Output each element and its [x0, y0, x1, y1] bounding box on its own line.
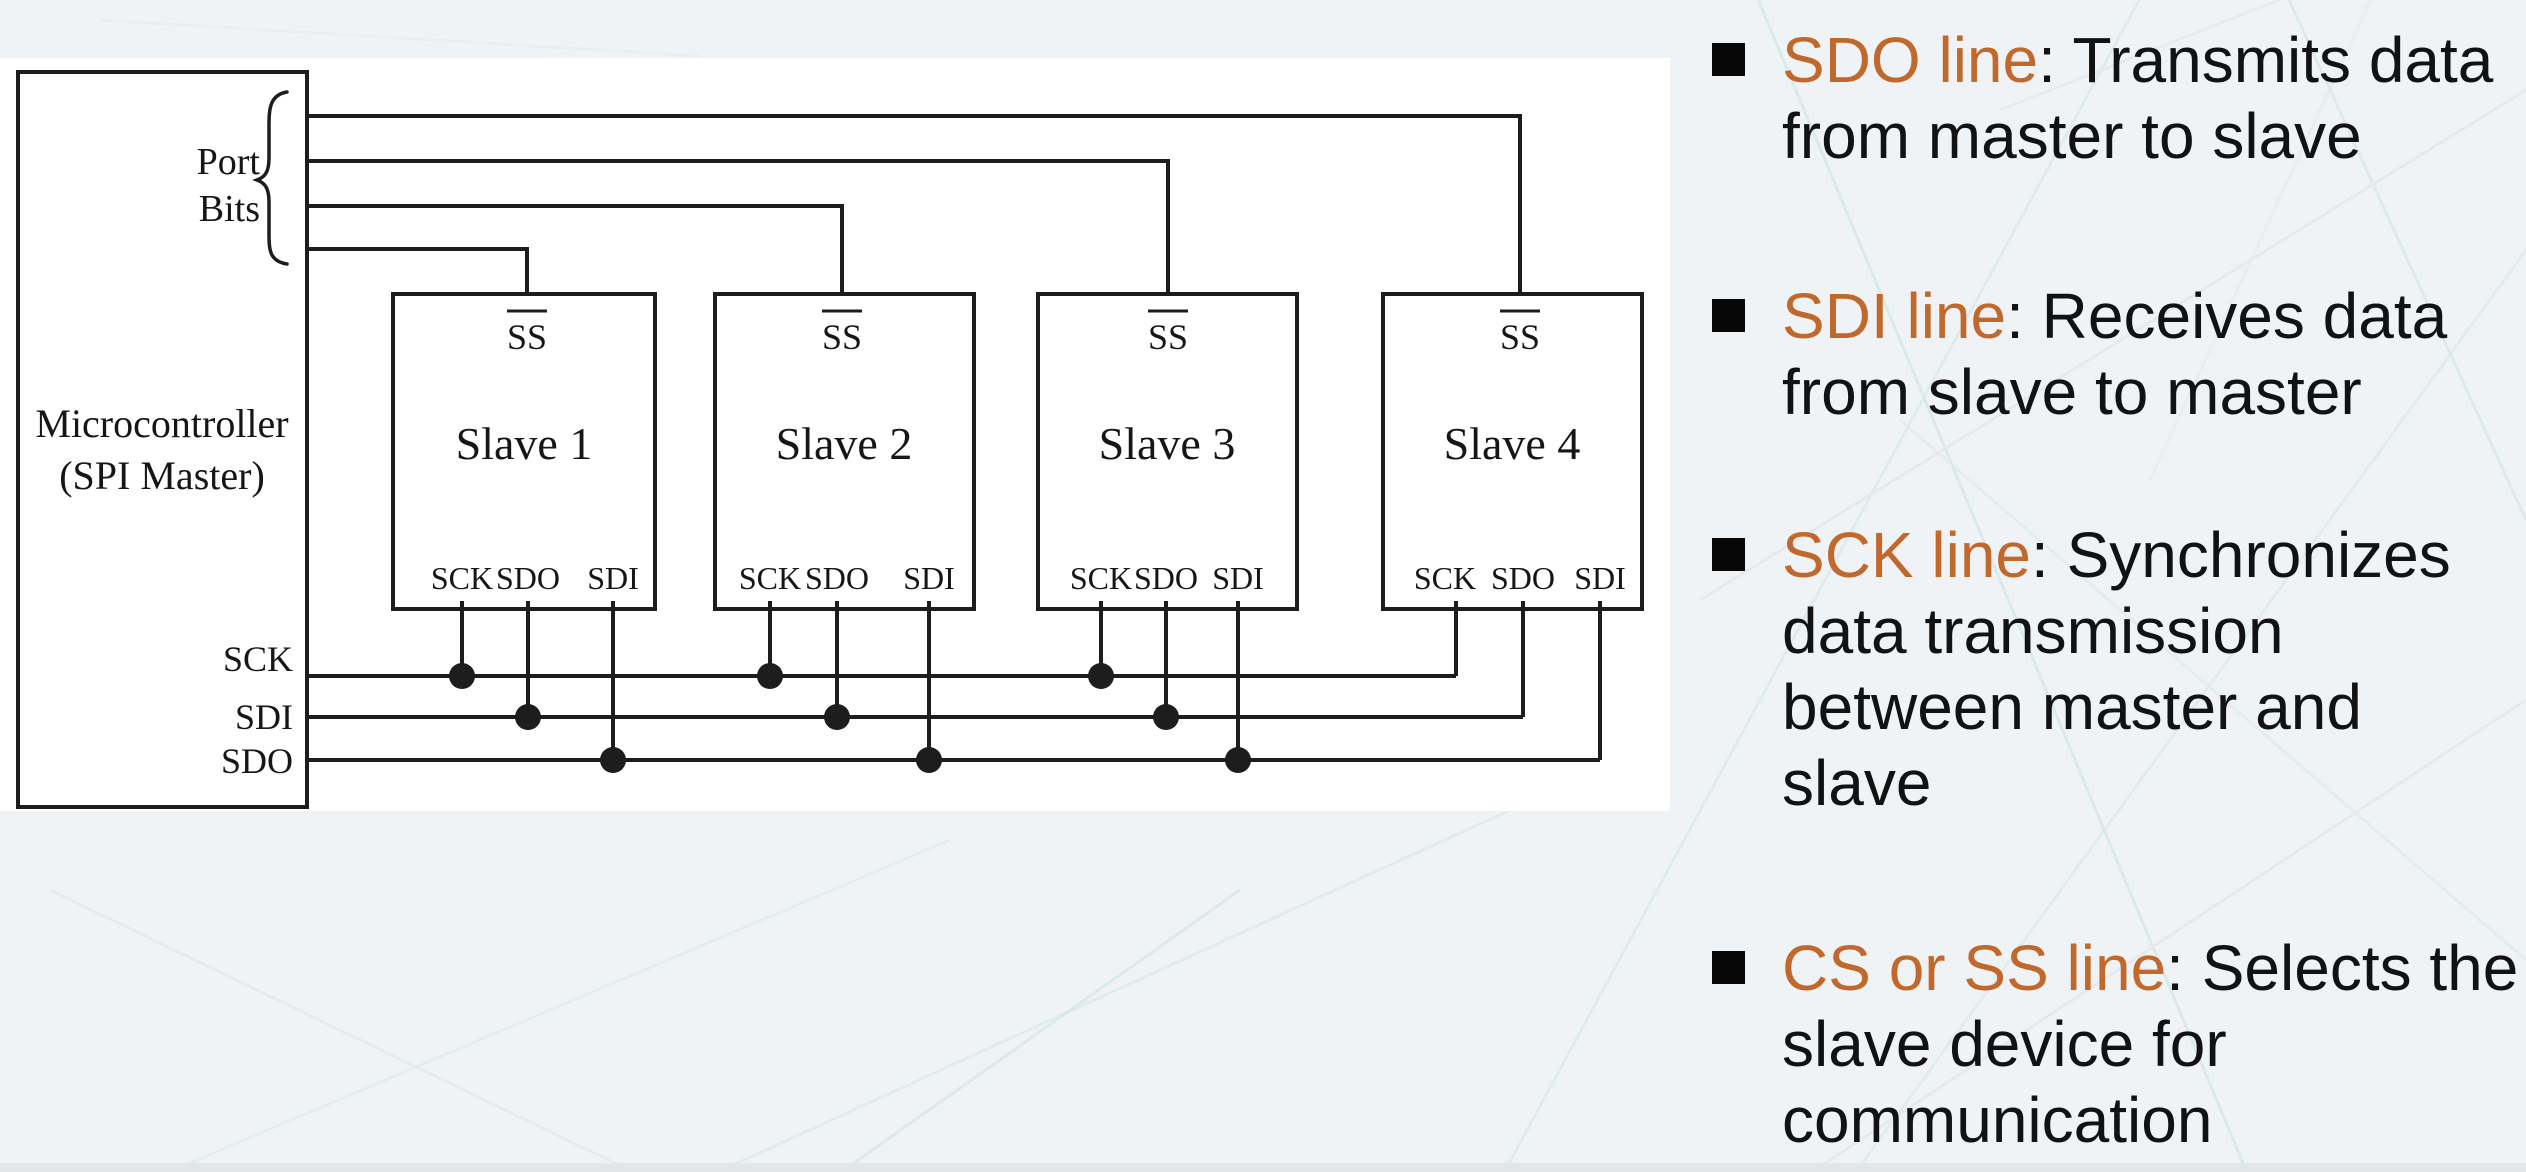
port-label: Port — [197, 141, 261, 183]
junction-dot-s2-sdo — [824, 704, 850, 730]
slave3-sck-pin-label: SCK — [1070, 560, 1132, 596]
bullet-first-line: SCK line: Synchronizes — [1782, 517, 2451, 593]
slave4-sdo-pin-label: SDO — [1491, 560, 1555, 596]
bullet-line: between master and — [1782, 671, 2362, 743]
junction-dot-s1-sdo — [515, 704, 541, 730]
master-label-line1: Microcontroller — [35, 401, 288, 446]
junction-dot-s2-sck — [757, 663, 783, 689]
bullet-square-icon — [1712, 951, 1745, 984]
slave1-ss-label: SS — [507, 317, 547, 357]
bullet-line: communication — [1782, 1084, 2213, 1156]
master-sck-label: SCK — [223, 639, 293, 679]
bullet-square-icon — [1712, 538, 1745, 571]
slave2-name: Slave 2 — [776, 418, 913, 469]
slave4-box — [1381, 292, 1644, 611]
bullet-cs-ss-line: CS or SS line: Selects the slave device … — [1712, 930, 2518, 1158]
junction-dot-s1-sdi — [600, 747, 626, 773]
slave1-sck-pin-label: SCK — [431, 560, 493, 596]
bullet-first-line: SDI line: Receives data — [1782, 278, 2447, 354]
junction-dot-s3-sck — [1088, 663, 1114, 689]
junction-dot-s1-sck — [449, 663, 475, 689]
slave2-ss-label: SS — [822, 317, 862, 357]
bullet-text: SDO line: Transmits data from master to … — [1782, 22, 2493, 174]
bullet-line: from slave to master — [1782, 356, 2362, 428]
slave1-name: Slave 1 — [456, 418, 593, 469]
slave4-name: Slave 4 — [1444, 418, 1581, 469]
master-box — [16, 70, 309, 809]
slave3-box — [1036, 292, 1299, 611]
ss-select-line-slave4 — [307, 114, 1522, 292]
master-sdo-label: SDO — [221, 741, 293, 781]
slave1-box — [391, 292, 657, 611]
slave3-name: Slave 3 — [1099, 418, 1236, 469]
bullet-line: slave device for — [1782, 1008, 2227, 1080]
master-label-line2: (SPI Master) — [59, 453, 265, 498]
junction-dot-s2-sdi — [916, 747, 942, 773]
ss-select-line-slave2 — [307, 204, 844, 292]
bullet-line: from master to slave — [1782, 100, 2362, 172]
master-sdi-label: SDI — [235, 697, 293, 737]
bits-label: Bits — [199, 188, 260, 230]
slave4-sdi-pin-label: SDI — [1574, 560, 1626, 596]
bullet-sck-line: SCK line: Synchronizes data transmission… — [1712, 517, 2451, 821]
slave1-sdo-pin-label: SDO — [496, 560, 560, 596]
bullet-first-line: CS or SS line: Selects the — [1782, 930, 2518, 1006]
bullet-term: SDI line — [1782, 280, 2007, 352]
bullet-text: SCK line: Synchronizes data transmission… — [1782, 517, 2451, 821]
slave3-ss-label: SS — [1148, 317, 1188, 357]
spi-diagram: Microcontroller (SPI Master) Port Bits S… — [16, 70, 1644, 809]
slave4-ss-label: SS — [1500, 317, 1540, 357]
slave1-sdi-pin-label: SDI — [587, 560, 639, 596]
junction-dot-s3-sdi — [1225, 747, 1251, 773]
bullet-square-icon — [1712, 299, 1745, 332]
slave2-box — [713, 292, 976, 611]
bullet-text: SDI line: Receives data from slave to ma… — [1782, 278, 2447, 430]
bullet-line: data transmission — [1782, 595, 2284, 667]
decorative-lines — [49, 0, 2526, 1172]
slave4-sck-pin-label: SCK — [1414, 560, 1476, 596]
slave2-sdo-pin-label: SDO — [805, 560, 869, 596]
bullet-first-line: SDO line: Transmits data — [1782, 22, 2493, 98]
bullet-text: CS or SS line: Selects the slave device … — [1782, 930, 2518, 1158]
bullet-sdo-line: SDO line: Transmits data from master to … — [1712, 22, 2493, 174]
bullet-line: slave — [1782, 747, 1932, 819]
bullet-square-icon — [1712, 43, 1745, 76]
bullet-rest: : Synchronizes — [2031, 519, 2451, 591]
junction-dot-s3-sdo — [1153, 704, 1179, 730]
bullet-rest: : Receives data — [2006, 280, 2448, 352]
bullet-term: SDO line — [1782, 24, 2039, 96]
slave3-sdi-pin-label: SDI — [1212, 560, 1264, 596]
junction-dots — [449, 663, 1251, 773]
port-bits-brace-icon — [252, 90, 289, 266]
bullet-term: SCK line — [1782, 519, 2031, 591]
bullet-rest: : Transmits data — [2038, 24, 2494, 96]
bullet-rest: : Selects the — [2166, 932, 2519, 1004]
ss-select-line-slave1 — [307, 247, 529, 292]
ss-select-line-slave3 — [307, 159, 1170, 292]
slave2-sck-pin-label: SCK — [739, 560, 801, 596]
bottom-band — [0, 1163, 2526, 1172]
bullet-term: CS or SS line — [1782, 932, 2167, 1004]
bullet-sdi-line: SDI line: Receives data from slave to ma… — [1712, 278, 2447, 430]
slave2-sdi-pin-label: SDI — [903, 560, 955, 596]
slave3-sdo-pin-label: SDO — [1134, 560, 1198, 596]
